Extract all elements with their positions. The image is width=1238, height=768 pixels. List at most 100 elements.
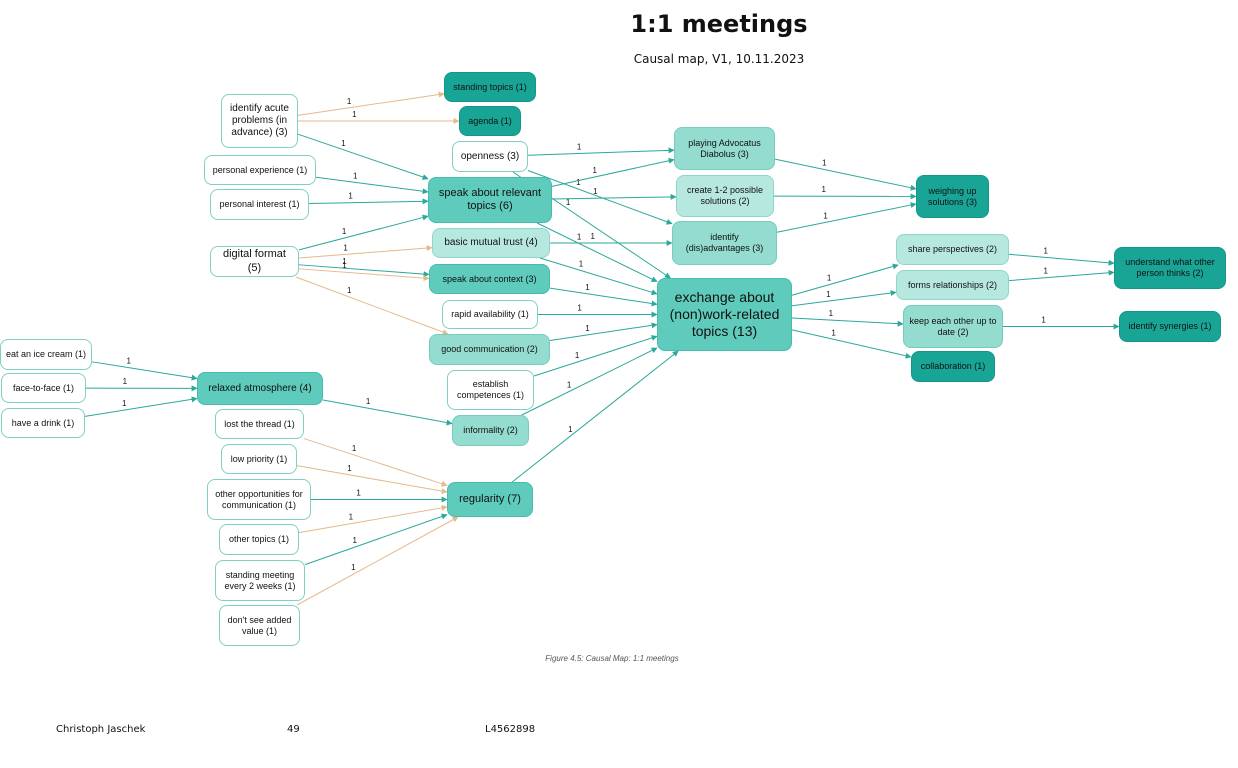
node-relaxed-atmosphere: relaxed atmosphere (4) bbox=[197, 372, 323, 405]
node-low-priority: low priority (1) bbox=[221, 444, 297, 474]
node-speak-about-relevant-topics: speak about relevant topics (6) bbox=[428, 177, 552, 223]
edge-weight-label: 1 bbox=[122, 399, 127, 408]
edge-weight-label: 1 bbox=[127, 357, 132, 366]
figure-caption: Figure 4.5: Causal Map: 1:1 meetings bbox=[545, 654, 679, 663]
node-good-communication: good communication (2) bbox=[429, 334, 550, 365]
edge-digital-format-to-good-communication bbox=[295, 276, 449, 335]
edge-weight-label: 1 bbox=[590, 232, 595, 241]
edge-other-topics-to-regularity bbox=[298, 504, 448, 534]
edge-weight-label: 1 bbox=[827, 274, 832, 283]
node-other-topics: other topics (1) bbox=[219, 524, 299, 555]
edge-weight-label: 1 bbox=[826, 290, 831, 299]
edge-have-drink-to-relaxed-atmosphere bbox=[84, 396, 198, 417]
node-identify-synergies: identify synergies (1) bbox=[1119, 311, 1221, 342]
edge-lost-thread-to-regularity bbox=[303, 438, 448, 487]
edge-weight-label: 1 bbox=[831, 328, 836, 337]
node-rapid-availability: rapid availability (1) bbox=[442, 300, 538, 329]
edge-weight-label: 1 bbox=[347, 286, 352, 295]
edge-weight-label: 1 bbox=[568, 425, 573, 434]
edge-weight-label: 1 bbox=[585, 283, 590, 292]
node-agenda: agenda (1) bbox=[459, 106, 521, 136]
node-standing-meeting-every-2-weeks: standing meeting every 2 weeks (1) bbox=[215, 560, 305, 601]
edge-exchange-to-keep-each-other bbox=[791, 317, 904, 327]
edge-forms-relationships-to-understand-what bbox=[1008, 269, 1115, 282]
edge-weight-label: 1 bbox=[342, 227, 347, 236]
edge-identify-disadvantages-to-weighing-up bbox=[776, 202, 917, 233]
edge-weight-label: 1 bbox=[352, 444, 357, 453]
node-identify-acute-problems: identify acute problems (in advance) (3) bbox=[221, 94, 298, 148]
footer-page-number: 49 bbox=[287, 724, 300, 735]
edge-dont-see-to-regularity bbox=[296, 516, 459, 606]
edge-informality-to-exchange bbox=[521, 347, 658, 416]
edge-good-communication-to-exchange bbox=[549, 322, 658, 341]
edge-weight-label: 1 bbox=[566, 198, 571, 207]
edge-standing-meeting-to-regularity bbox=[304, 513, 448, 566]
node-lost-the-thread: lost the thread (1) bbox=[215, 409, 304, 439]
edge-weight-label: 1 bbox=[343, 243, 348, 252]
edge-identify-acute-to-standing-topics bbox=[297, 91, 445, 116]
node-playing-advocatus-diabolus: playing Advocatus Diabolus (3) bbox=[674, 127, 775, 170]
edge-weight-label: 1 bbox=[579, 260, 584, 269]
edge-weight-label: 1 bbox=[356, 489, 361, 498]
node-eat-an-ice-cream: eat an ice cream (1) bbox=[0, 339, 92, 370]
edge-eat-ice-cream-to-relaxed-atmosphere bbox=[91, 361, 198, 381]
node-openness: openness (3) bbox=[452, 141, 528, 172]
edge-digital-format-to-speak-context bbox=[298, 268, 430, 282]
edge-weight-label: 1 bbox=[351, 563, 356, 572]
node-speak-about-context: speak about context (3) bbox=[429, 264, 550, 294]
edge-weight-label: 1 bbox=[341, 139, 346, 148]
node-dont-see-added-value: don't see added value (1) bbox=[219, 605, 300, 646]
edge-weight-label: 1 bbox=[348, 192, 353, 201]
edge-weight-label: 1 bbox=[592, 166, 597, 175]
edge-weight-label: 1 bbox=[593, 187, 598, 196]
edge-weight-label: 1 bbox=[585, 324, 590, 333]
edge-weight-label: 1 bbox=[577, 142, 582, 151]
node-collaboration: collaboration (1) bbox=[911, 351, 995, 382]
edge-weight-label: 1 bbox=[342, 261, 347, 270]
node-keep-each-other-up-to-date: keep each other up to date (2) bbox=[903, 305, 1003, 348]
footer-id: L4562898 bbox=[485, 724, 536, 735]
page-subtitle: Causal map, V1, 10.11.2023 bbox=[633, 52, 805, 66]
node-have-a-drink: have a drink (1) bbox=[1, 408, 85, 438]
edge-openness-to-identify-disadvantages bbox=[527, 170, 673, 225]
edge-playing-advocatus-to-weighing-up bbox=[774, 158, 917, 191]
node-informality: informality (2) bbox=[452, 415, 529, 446]
edge-weight-label: 1 bbox=[567, 381, 572, 390]
edge-weight-label: 1 bbox=[821, 185, 826, 194]
node-create-possible-solutions: create 1-2 possible solutions (2) bbox=[676, 175, 774, 217]
node-forms-relationships: forms relationships (2) bbox=[896, 270, 1009, 300]
edge-weight-label: 1 bbox=[1041, 316, 1046, 325]
edge-weight-label: 1 bbox=[829, 309, 834, 318]
edge-weight-label: 1 bbox=[347, 97, 352, 106]
edge-weight-label: 1 bbox=[1044, 246, 1049, 255]
edge-digital-format-to-basic-trust bbox=[298, 245, 433, 259]
node-regularity: regularity (7) bbox=[447, 482, 533, 517]
edge-weight-label: 1 bbox=[123, 377, 128, 386]
node-establish-competences: establish competences (1) bbox=[447, 370, 534, 410]
page-title: 1:1 meetings bbox=[630, 10, 808, 38]
node-share-perspectives: share perspectives (2) bbox=[896, 234, 1009, 265]
edge-speak-relevant-to-exchange bbox=[536, 222, 658, 282]
node-standing-topics: standing topics (1) bbox=[444, 72, 536, 102]
edge-low-priority-to-regularity bbox=[296, 465, 448, 494]
edge-personal-experience-to-speak-relevant bbox=[315, 176, 429, 195]
edge-digital-format-to-speak-context bbox=[298, 264, 430, 278]
edge-weight-label: 1 bbox=[352, 110, 357, 119]
edge-speak-relevant-to-create-solutions bbox=[551, 193, 677, 200]
edge-exchange-to-collaboration bbox=[791, 329, 912, 359]
edge-identify-acute-to-speak-relevant bbox=[297, 133, 429, 180]
edge-share-perspectives-to-understand-what bbox=[1008, 253, 1115, 266]
edge-weight-label: 1 bbox=[342, 257, 347, 266]
edge-weight-label: 1 bbox=[577, 232, 582, 241]
edge-relaxed-atmosphere-to-informality bbox=[322, 399, 453, 426]
node-digital-format: digital format (5) bbox=[210, 246, 299, 277]
node-basic-mutual-trust: basic mutual trust (4) bbox=[432, 228, 550, 258]
edge-weight-label: 1 bbox=[349, 513, 354, 522]
edge-exchange-to-share-perspectives bbox=[791, 263, 899, 296]
edge-personal-interest-to-speak-relevant bbox=[308, 198, 429, 205]
edge-weight-label: 1 bbox=[577, 304, 582, 313]
edge-regularity-to-exchange bbox=[511, 350, 679, 483]
footer-author: Christoph Jaschek bbox=[56, 724, 146, 735]
edge-weight-label: 1 bbox=[1044, 267, 1049, 276]
